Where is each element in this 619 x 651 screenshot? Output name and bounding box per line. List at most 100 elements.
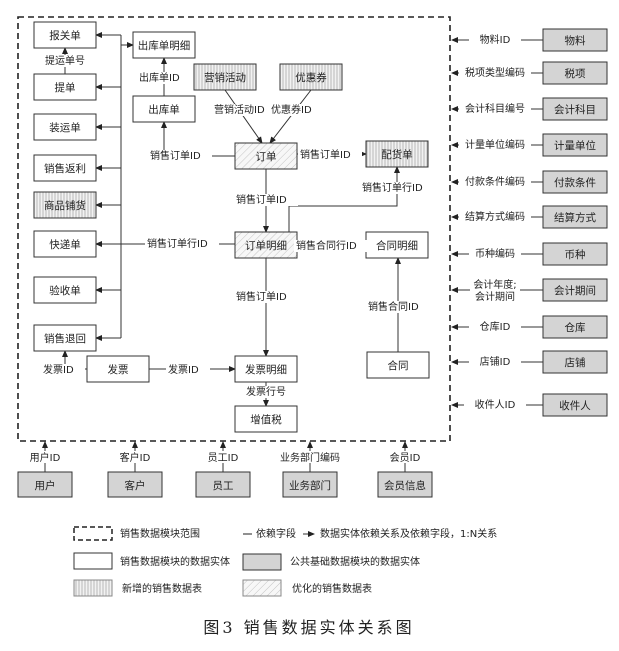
label-bg	[41, 364, 85, 376]
entity-tidan: 提单	[33, 73, 97, 101]
entity-label: 优惠券	[295, 71, 327, 84]
legend-sales-entity-label: 销售数据模块的数据实体	[120, 555, 230, 568]
entity-youhuiquan: 优惠券	[279, 63, 343, 91]
common-entity-label: 会计科目	[554, 103, 596, 116]
entity-box	[366, 351, 430, 379]
right-common-entities: 物料物料ID税项税项类型编码会计科目会计科目编号计量单位计量单位编码付款条件付款…	[451, 28, 608, 417]
common-entity-bottom: 会员信息 会员ID	[377, 441, 433, 498]
legend-new-table-swatch	[73, 579, 113, 597]
entity-label: 提单	[55, 82, 76, 94]
relation-line	[269, 89, 312, 144]
entity-label: 配货单	[381, 148, 413, 161]
relation-label-xsddh_id_left: 销售订单行ID	[147, 237, 208, 250]
label-bg	[459, 64, 531, 76]
legend-new-table-label: 新增的销售数据表	[122, 582, 202, 595]
common-entity-label: 业务部门	[289, 479, 331, 492]
entity-box	[234, 142, 298, 170]
key-field-label: 会计年度;	[473, 278, 516, 291]
entity-box	[234, 231, 298, 259]
entity-chukudan: 出库单	[132, 95, 196, 123]
key-field-label: 会员ID	[390, 451, 421, 464]
entity-label: 报关单	[49, 29, 81, 42]
relation-label-xshth_id: 销售合同行ID	[296, 239, 357, 252]
label-bg	[269, 104, 323, 116]
label-bg	[113, 451, 157, 463]
entity-box	[33, 191, 97, 219]
key-field-label: 计量单位编码	[465, 138, 525, 151]
entity-box	[132, 31, 196, 59]
common-entity-label: 税项	[565, 67, 586, 80]
common-entity-bottom: 用户 用户ID	[17, 441, 73, 498]
key-field-label-line2: 会计期间	[475, 290, 515, 303]
entity-box	[33, 230, 97, 258]
common-entity-label: 用户	[35, 479, 56, 492]
relation-label-youhuiquan_id: 优惠券ID	[271, 103, 312, 116]
relation-label-xsdd_id_down: 销售订单ID	[236, 290, 287, 303]
common-entity-label: 结算方式	[554, 211, 596, 224]
relation-label-yingxiaohuodong_id: 营销活动ID	[214, 103, 265, 116]
entity-box	[33, 73, 97, 101]
entity-box	[193, 63, 257, 91]
entity-label: 验收单	[49, 284, 81, 297]
entity-box	[132, 95, 196, 123]
key-field-label: 仓库ID	[480, 320, 511, 333]
common-entity-label: 付款条件	[554, 176, 596, 189]
entity-fapiaomingxi: 发票明细	[234, 355, 298, 383]
common-entity-label: 仓库	[565, 321, 586, 334]
legend-common-entity-swatch	[242, 553, 282, 571]
key-field-label: 用户ID	[30, 451, 61, 464]
entity-label: 商品铺货	[44, 199, 86, 212]
label-bg	[459, 100, 531, 112]
relation-label-fapiao_id_left: 发票ID	[43, 363, 74, 376]
label-bg	[294, 240, 368, 252]
entity-box	[33, 21, 97, 49]
legend-dependency-relation-label: 数据实体依赖关系及依赖字段，1:N关系	[320, 527, 497, 540]
sales-module-scope-boundary	[17, 16, 451, 442]
relation-label-chukudan_id: 出库单ID	[139, 71, 180, 84]
label-bg	[383, 451, 427, 463]
relation-label-xsdd_id_left: 销售订单ID	[150, 149, 201, 162]
label-bg	[366, 301, 430, 313]
entity-zengzhishui: 增值税	[234, 405, 298, 433]
relation-line	[288, 166, 400, 232]
common-entity-label: 会员信息	[384, 479, 426, 492]
common-entity-label: 员工	[213, 480, 234, 492]
common-entity-box	[17, 471, 73, 498]
label-bg	[201, 451, 245, 463]
label-bg	[464, 396, 526, 408]
label-bg	[244, 386, 288, 398]
entity-box	[86, 355, 150, 383]
key-field-label: 收件人ID	[475, 398, 516, 411]
entity-box	[33, 324, 97, 352]
entity-label: 增值税	[250, 413, 282, 426]
common-entity-right: 仓库 仓库ID	[451, 315, 608, 339]
label-bg	[212, 104, 276, 116]
entity-dingdan: 订单	[234, 142, 298, 170]
entity-box	[33, 276, 97, 304]
legend-dependency-field-label: 依赖字段	[256, 527, 296, 540]
label-bg	[166, 364, 210, 376]
entity-chukudanmingxi: 出库单明细	[132, 31, 196, 59]
legend-common-entity-label: 公共基础数据模块的数据实体	[290, 555, 420, 568]
key-field-label: 结算方式编码	[465, 210, 525, 223]
common-entity-label: 客户	[125, 479, 146, 492]
entity-box	[33, 113, 97, 141]
entity-label: 发票明细	[245, 363, 287, 376]
label-bg	[137, 72, 191, 84]
entity-label: 合同	[388, 359, 409, 372]
entity-label: 订单	[256, 151, 277, 163]
entity-box	[365, 140, 429, 168]
label-bg	[278, 451, 342, 463]
label-bg	[459, 173, 531, 185]
relation-label-xsddh_id_peihuo: 销售订单行ID	[362, 181, 423, 194]
common-entity-label: 币种	[565, 248, 586, 261]
label-bg	[23, 451, 67, 463]
